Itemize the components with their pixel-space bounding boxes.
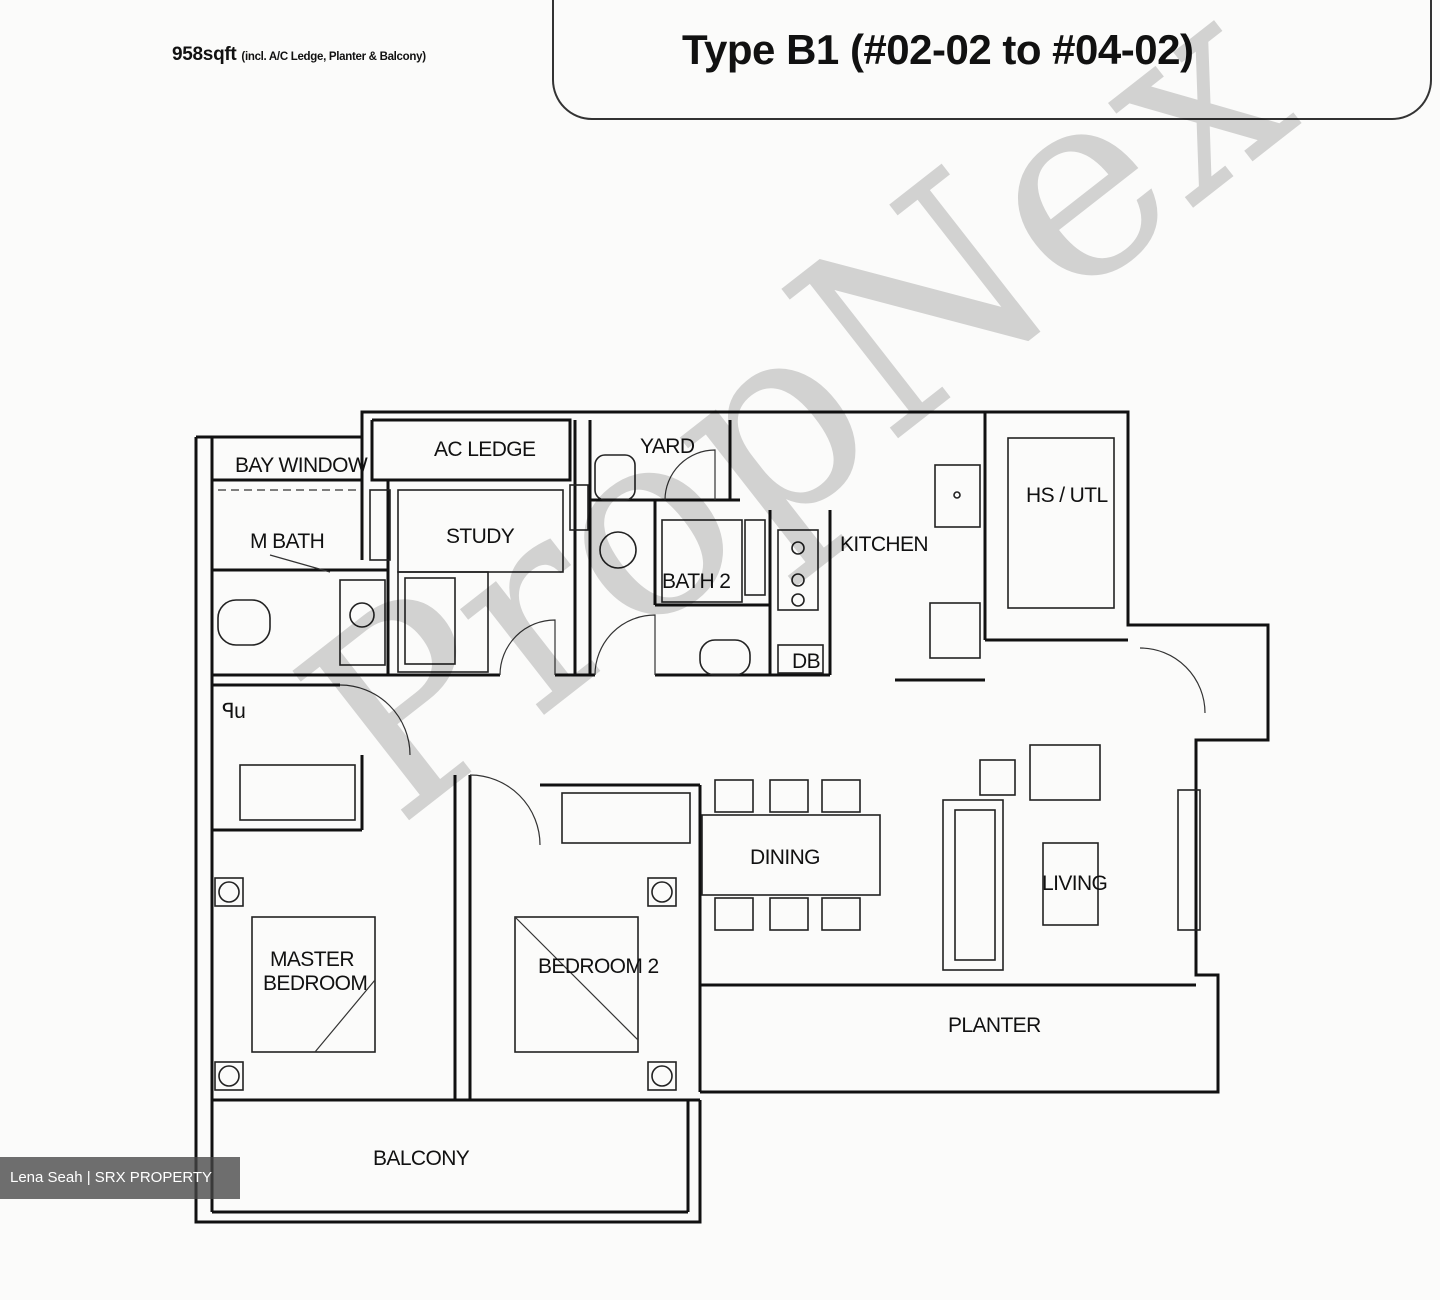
kitchen-label: KITCHEN — [840, 533, 928, 556]
room-labels: BAY WINDOW AC LEDGE YARD HS / UTL M BATH… — [222, 435, 1108, 1170]
unit-area-label: 958sqft (incl. A/C Ledge, Planter & Balc… — [172, 44, 426, 66]
unit-type-title: Type B1 (#02-02 to #04-02) — [682, 26, 1194, 73]
internal-walls — [212, 412, 1128, 1100]
ac-ledge-label: AC LEDGE — [434, 438, 536, 461]
living-label: LIVING — [1042, 872, 1107, 895]
master-bedroom-label-line1: MASTER — [270, 948, 354, 971]
title-frame — [552, 0, 1432, 120]
m-bath-label: M BATH — [250, 530, 324, 553]
hs-utl-label: HS / UTL — [1026, 484, 1108, 507]
unit-area-note: (incl. A/C Ledge, Planter & Balcony) — [241, 51, 426, 63]
bath2-label: BATH 2 — [662, 570, 730, 593]
db-label: DB — [792, 650, 820, 673]
balcony-label: BALCONY — [373, 1147, 470, 1170]
study-label: STUDY — [446, 525, 515, 548]
yard-label: YARD — [640, 435, 695, 458]
master-bedroom-label-line2: BEDROOM — [263, 972, 367, 995]
fixtures — [214, 437, 1201, 1091]
wic-label: ꟼu — [222, 700, 245, 723]
dining-label: DINING — [750, 846, 820, 869]
bay-window-label: BAY WINDOW — [235, 454, 368, 477]
photo-credit: Lena Seah | SRX PROPERTY — [0, 1157, 240, 1199]
planter-label: PLANTER — [948, 1014, 1041, 1037]
door-swings — [269, 449, 1206, 846]
unit-area-value: 958sqft — [172, 44, 237, 65]
bedroom2-label: BEDROOM 2 — [538, 955, 659, 978]
